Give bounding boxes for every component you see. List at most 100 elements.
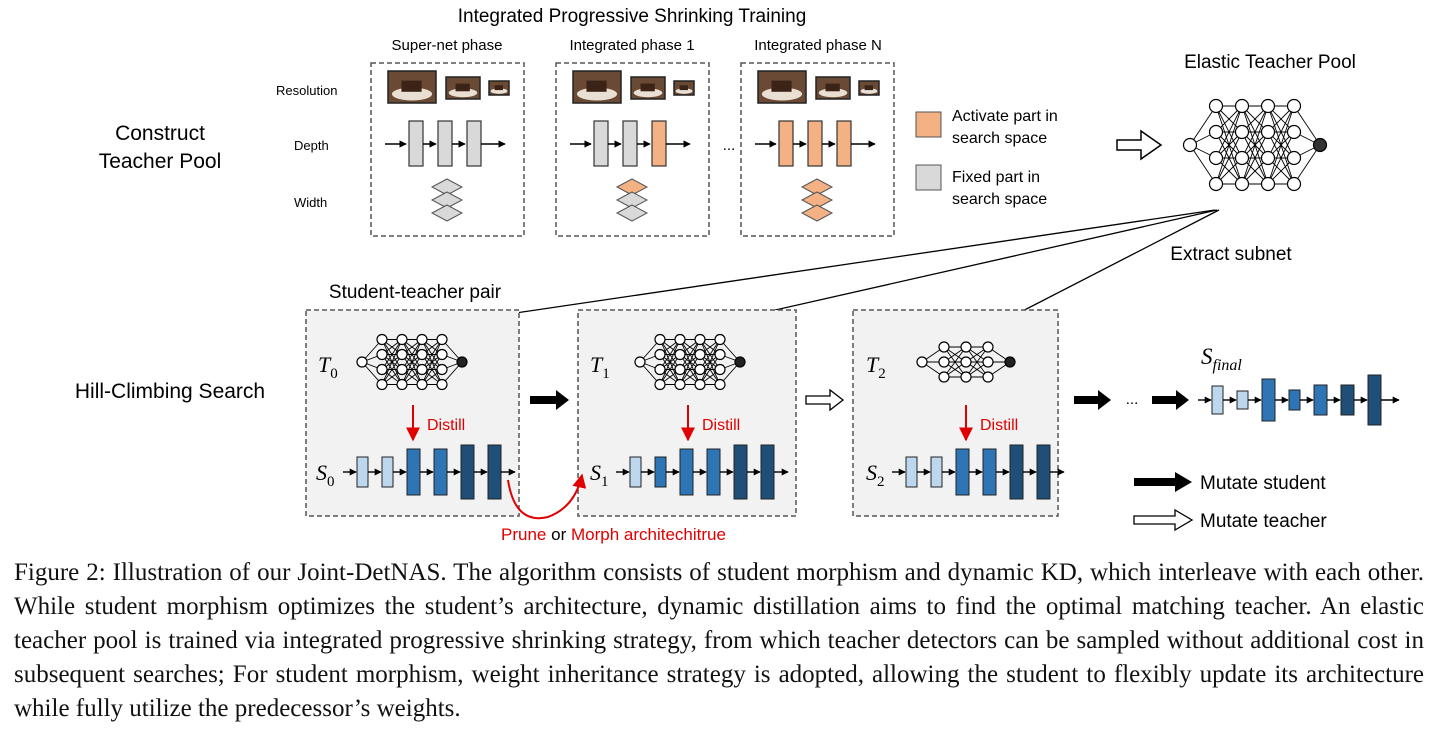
net-node: [982, 371, 994, 383]
cake-icon: [640, 83, 655, 92]
row-label-resolution: Resolution: [276, 83, 337, 98]
net-node: [714, 348, 726, 361]
net-edge: [1267, 105, 1295, 185]
student-block: [1313, 384, 1328, 416]
net-node: [376, 348, 388, 361]
net-node: [1208, 98, 1224, 114]
prune-morph-arrow: [507, 473, 587, 520]
net-edge: [1215, 131, 1243, 185]
legend-active-line2: search space: [952, 130, 1047, 147]
net-node: [960, 356, 972, 368]
student-block: [1261, 378, 1276, 422]
legend-mutate-teacher-arrow: [1133, 508, 1194, 532]
student-block: [1211, 385, 1224, 415]
phase-content-2: [755, 70, 880, 222]
net-edge: [381, 339, 403, 385]
pool-title: Elastic Teacher Pool: [1184, 52, 1356, 73]
student-block: [733, 444, 748, 500]
net-node: [734, 356, 746, 368]
elastic-teacher-pool-network: [1182, 98, 1328, 192]
student-block: [406, 448, 421, 496]
net-node: [1208, 176, 1224, 192]
net-node: [1260, 176, 1276, 192]
net-node: [1260, 98, 1276, 114]
net-node: [436, 378, 448, 391]
student-block: [460, 444, 475, 500]
hollow-arrow-to-pool: [1116, 129, 1163, 161]
net-edge: [1241, 131, 1269, 185]
net-node: [1234, 98, 1250, 114]
width-layer: [615, 204, 649, 222]
net-edge: [421, 339, 443, 370]
phase-box-integrated-1: [555, 62, 710, 237]
net-edge: [1267, 131, 1295, 185]
net-node: [674, 378, 686, 391]
net-edge: [659, 354, 681, 385]
width-layer: [430, 178, 464, 196]
cake-icon: [771, 80, 792, 92]
teacher-net-t2: [916, 341, 1016, 383]
net-node: [396, 348, 408, 361]
width-layer: [800, 204, 834, 222]
student-label-s0: S0: [316, 460, 335, 490]
student-block: [905, 456, 918, 488]
net-node: [674, 348, 686, 361]
net-node: [714, 363, 726, 376]
net-node: [674, 333, 686, 346]
net-edge: [401, 339, 423, 385]
distill-label-0: Distill: [427, 417, 465, 434]
legend-fixed-line2: search space: [952, 191, 1047, 208]
net-node: [1182, 137, 1198, 153]
phase-box-super-net: [370, 62, 525, 237]
net-edge: [381, 354, 403, 385]
student-label-s2: S2: [866, 460, 885, 490]
figure-caption: Figure 2: Illustration of our Joint-DetN…: [14, 559, 1424, 722]
net-node: [694, 363, 706, 376]
depth-block: [836, 120, 852, 167]
teacher-label-t0: T0: [318, 352, 338, 382]
construct-label-line2: Teacher Pool: [99, 150, 222, 173]
depth-block: [651, 120, 667, 167]
phase-label-integrated-1: Integrated phase 1: [569, 37, 694, 54]
student-block: [629, 456, 642, 488]
net-edge: [1241, 105, 1269, 159]
net-edge: [1215, 105, 1243, 159]
cake-icon: [825, 83, 840, 92]
net-edge: [401, 354, 423, 385]
depth-block: [408, 120, 424, 167]
net-edge: [1241, 105, 1269, 185]
net-node: [938, 341, 950, 353]
student-block: [1340, 384, 1355, 416]
net-node: [916, 356, 928, 368]
phase-label-integrated-n: Integrated phase N: [754, 37, 882, 54]
legend-fixed-swatch: [915, 164, 942, 191]
student-block: [955, 448, 970, 496]
net-node: [1234, 124, 1250, 140]
student-block: [1036, 444, 1051, 500]
net-edge: [965, 346, 989, 378]
net-edge: [659, 339, 681, 385]
net-edge: [1189, 105, 1217, 146]
net-node: [376, 378, 388, 391]
depth-block: [778, 120, 794, 167]
cake-icon: [586, 80, 607, 92]
net-node: [1286, 176, 1302, 192]
legend-fixed-line1: Fixed part in: [952, 169, 1040, 186]
net-node: [376, 333, 388, 346]
net-node: [714, 378, 726, 391]
net-node: [396, 333, 408, 346]
net-node: [1260, 124, 1276, 140]
net-node: [1208, 150, 1224, 166]
depth-block: [466, 120, 482, 167]
student-block: [930, 456, 943, 488]
extract-arrow-t2: [1004, 209, 1220, 321]
student-block: [487, 444, 502, 500]
student-block: [1009, 444, 1024, 500]
legend-mutate-student-label: Mutate student: [1200, 473, 1326, 494]
ips-title: Integrated Progressive Shrinking Trainin…: [458, 6, 807, 27]
legend-active-swatch: [915, 111, 942, 138]
net-node: [456, 356, 468, 368]
student-block: [760, 444, 775, 500]
net-edge: [1189, 144, 1217, 185]
mutate-student-arrow-2: [1074, 390, 1111, 410]
